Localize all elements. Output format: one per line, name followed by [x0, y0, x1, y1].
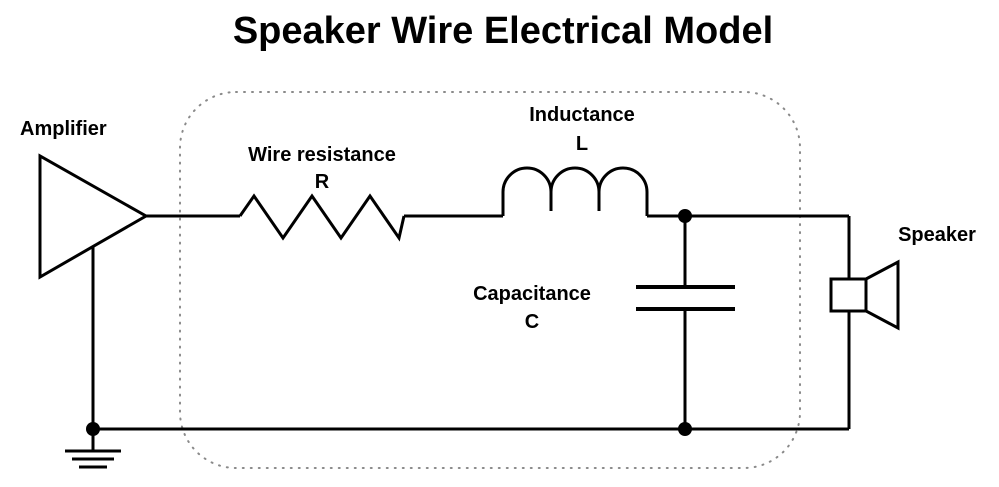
- resistor-label: Wire resistance: [248, 144, 396, 166]
- resistor-symbol-label: R: [315, 171, 330, 193]
- amplifier-label: Amplifier: [20, 118, 107, 140]
- inductor-symbol: [501, 166, 649, 216]
- capacitor-label: Capacitance: [473, 283, 591, 305]
- amplifier-symbol: [38, 153, 150, 280]
- speaker-label: Speaker: [898, 224, 976, 246]
- wire-model-boundary: [179, 91, 801, 469]
- inductor-label: Inductance: [529, 104, 635, 126]
- inductor-symbol-label: L: [576, 133, 588, 155]
- ground-icon: [65, 429, 121, 469]
- speaker-magnet-symbol: [829, 277, 868, 313]
- speaker-cone-symbol: [864, 259, 900, 331]
- resistor-symbol: [238, 193, 406, 242]
- capacitor-symbol-label: C: [525, 311, 539, 333]
- diagram-title: Speaker Wire Electrical Model: [233, 10, 773, 52]
